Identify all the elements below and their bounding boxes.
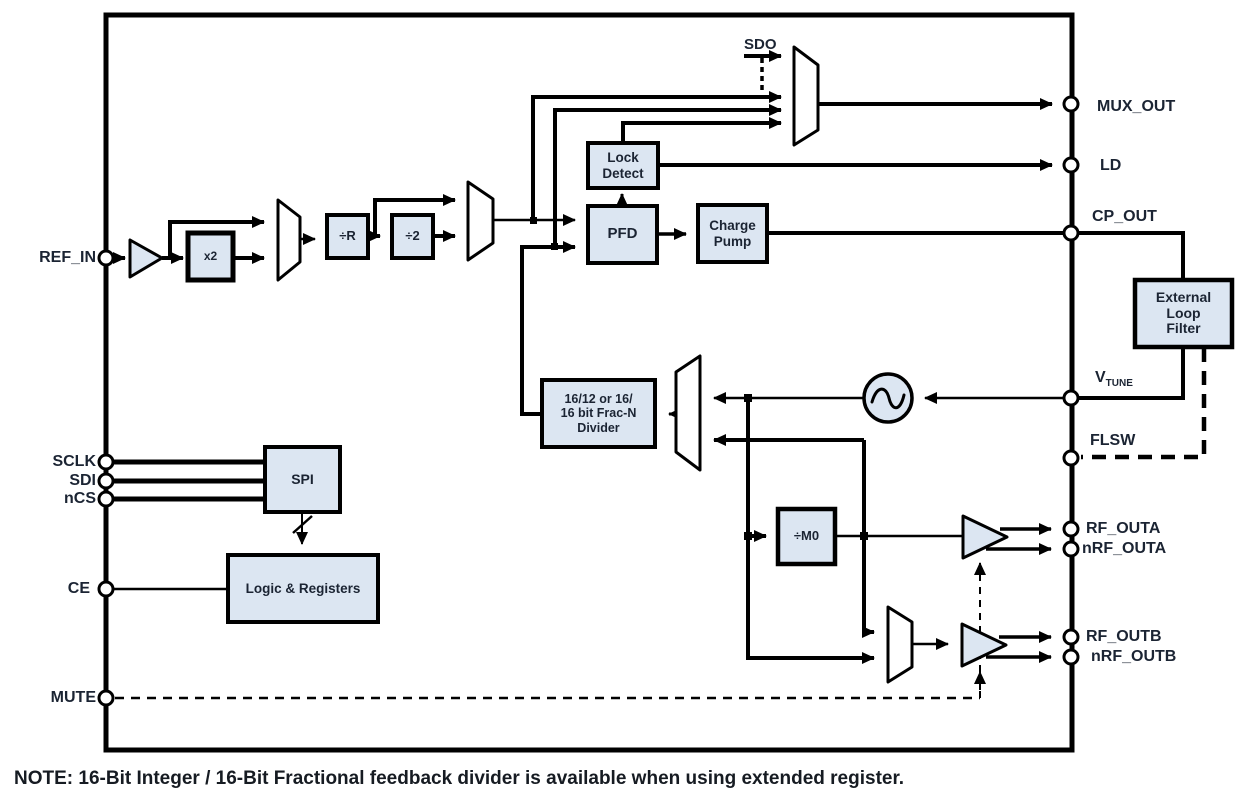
block-label-frac-n-divider: 16/12 or 16/ 16 bit Frac-N Divider xyxy=(560,392,637,435)
pin-sclk xyxy=(97,453,115,471)
block-label-spi: SPI xyxy=(291,470,314,487)
mux-feedback xyxy=(674,354,702,472)
pin-mux-out xyxy=(1062,95,1080,113)
mux-reference xyxy=(276,198,302,282)
ref-input-buffer xyxy=(128,238,164,279)
block-frac-n-divider xyxy=(540,378,657,449)
mux-r-path xyxy=(466,180,495,262)
sine-icon xyxy=(870,387,906,410)
block-label-logic-registers: Logic & Registers xyxy=(245,580,361,596)
pin-label-mux-out: MUX_OUT xyxy=(1097,98,1176,115)
pin-cp-out xyxy=(1062,224,1080,242)
pin-flsw xyxy=(1062,449,1080,467)
block-label-lock-detect: Lock Detect xyxy=(602,150,644,181)
pin-label-sclk: SCLK xyxy=(52,453,96,470)
pin-label-mute: MUTE xyxy=(50,689,96,706)
junction-dots xyxy=(530,217,868,540)
block-label-pfd: PFD xyxy=(607,225,638,243)
pin-label-nrf-outb: nRF_OUTB xyxy=(1091,648,1177,665)
block-label-charge-pump: Charge Pump xyxy=(709,218,756,249)
figure-note: NOTE: 16-Bit Integer / 16-Bit Fractional… xyxy=(14,768,905,789)
pin-label-ref-in: REF_IN xyxy=(39,249,96,266)
block-r-divider xyxy=(325,213,370,260)
block-external-loop-filter xyxy=(1132,277,1235,350)
block-div2 xyxy=(390,213,435,260)
block-ref-doubler xyxy=(185,230,236,283)
block-logic-registers xyxy=(226,553,380,624)
pin-sdi xyxy=(97,472,115,490)
pin-rf-outa xyxy=(1062,520,1080,538)
block-charge-pump xyxy=(696,203,769,264)
pin-rf-outb xyxy=(1062,628,1080,646)
pin-ref-in xyxy=(97,249,115,267)
dashed-wires xyxy=(115,58,1207,700)
pin-label-ld: LD xyxy=(1100,157,1122,174)
wires xyxy=(113,50,1185,664)
block-pfd xyxy=(586,204,659,265)
pin-vtune xyxy=(1062,389,1080,407)
vco xyxy=(862,372,914,424)
block-label-r-divider: ÷R xyxy=(339,228,356,244)
block-label-div2: ÷2 xyxy=(405,228,420,244)
chip-outline xyxy=(103,12,1075,753)
block-label-m0-divider: ÷M0 xyxy=(793,528,820,544)
pin-label-flsw: FLSW xyxy=(1090,432,1136,449)
pin-label-ce: CE xyxy=(67,580,90,597)
block-lock-detect xyxy=(586,141,660,190)
pin-label-ncs: nCS xyxy=(64,490,96,507)
blocks xyxy=(185,141,1235,624)
block-label-ref-doubler: x2 xyxy=(203,248,218,263)
pin-ncs xyxy=(97,490,115,508)
pin-ld xyxy=(1062,156,1080,174)
mux-muxout xyxy=(792,45,820,147)
pin-label-vtune: VTUNE xyxy=(1095,369,1133,389)
pin-label-sdo: SDO xyxy=(744,36,777,53)
pin-label-nrf-outa: nRF_OUTA xyxy=(1082,540,1167,557)
block-spi xyxy=(263,445,342,514)
pin-label-cp-out: CP_OUT xyxy=(1092,208,1157,225)
mux-rfoutb xyxy=(886,605,914,684)
pin-mute xyxy=(97,689,115,707)
pin-nrf-outb xyxy=(1062,648,1080,666)
pin-nrf-outa xyxy=(1062,540,1080,558)
pins xyxy=(97,95,1080,707)
muxes xyxy=(276,45,914,684)
pin-label-rf-outa: RF_OUTA xyxy=(1086,520,1161,537)
block-m0-divider xyxy=(775,506,838,567)
rf-buffer-b xyxy=(960,622,1008,668)
pin-ce xyxy=(97,580,115,598)
pin-label-rf-outb: RF_OUTB xyxy=(1086,628,1162,645)
buffers xyxy=(128,238,1009,668)
pin-label-sdi: SDI xyxy=(69,472,96,489)
rf-buffer-a xyxy=(961,514,1009,560)
block-label-external-loop-filter: External Loop Filter xyxy=(1155,288,1212,337)
